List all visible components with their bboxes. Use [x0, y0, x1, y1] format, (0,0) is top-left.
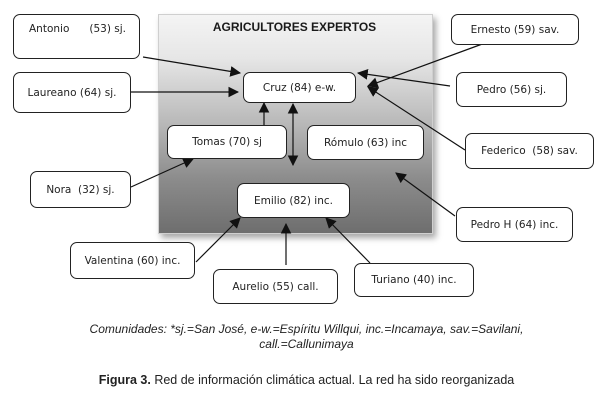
node-label: Nora (32) sj. — [46, 183, 115, 196]
node-nora: Nora (32) sj. — [30, 171, 131, 208]
node-turiano: Turiano (40) inc. — [354, 263, 474, 297]
notes-line-2: call.=Callunimaya — [259, 337, 354, 351]
node-label: Valentina (60) inc. — [84, 254, 181, 267]
node-aurelio: Aurelio (55) call. — [213, 269, 338, 304]
node-tomas: Tomas (70) sj — [167, 125, 287, 159]
node-pedro: Pedro (56) sj. — [456, 72, 567, 107]
figure-text: Red de información climática actual. La … — [150, 373, 515, 387]
node-cruz: Cruz (84) e-w. — [243, 72, 356, 103]
node-antonio: Antonio (53) sj. — [13, 14, 140, 59]
node-label: Laureano (64) sj. — [27, 86, 117, 99]
node-laureano: Laureano (64) sj. — [13, 72, 131, 113]
node-label: Aurelio (55) call. — [232, 280, 319, 293]
figure-caption: Figura 3. Red de información climática a… — [0, 373, 613, 387]
node-emilio: Emilio (82) inc. — [237, 183, 350, 218]
figure-label: Figura 3. — [98, 373, 151, 387]
node-label: Emilio (82) inc. — [254, 194, 333, 207]
group-title: AGRICULTORES EXPERTOS — [212, 20, 377, 34]
node-ernesto: Ernesto (59) sav. — [451, 14, 579, 45]
node-valentina: Valentina (60) inc. — [70, 242, 195, 279]
node-label: Turiano (40) inc. — [371, 274, 457, 286]
node-pedro-h: Pedro H (64) inc. — [456, 207, 573, 242]
node-label: Ernesto (59) sav. — [470, 23, 560, 36]
node-label: Tomas (70) sj — [192, 136, 262, 148]
caption-notes: Comunidades: *sj.=San José, e-w.=Espírit… — [0, 322, 613, 352]
notes-line-1: Comunidades: *sj.=San José, e-w.=Espírit… — [89, 322, 524, 336]
node-label: Pedro (56) sj. — [476, 83, 547, 96]
node-label: Pedro H (64) inc. — [470, 218, 559, 231]
node-federico: Federico (58) sav. — [465, 133, 594, 169]
node-label: Cruz (84) e-w. — [262, 81, 337, 94]
node-label: Federico (58) sav. — [481, 145, 578, 157]
node-romulo: Rómulo (63) inc — [307, 125, 424, 160]
node-label: Antonio (53) sj. — [29, 23, 127, 35]
node-label: Rómulo (63) inc — [323, 136, 408, 149]
